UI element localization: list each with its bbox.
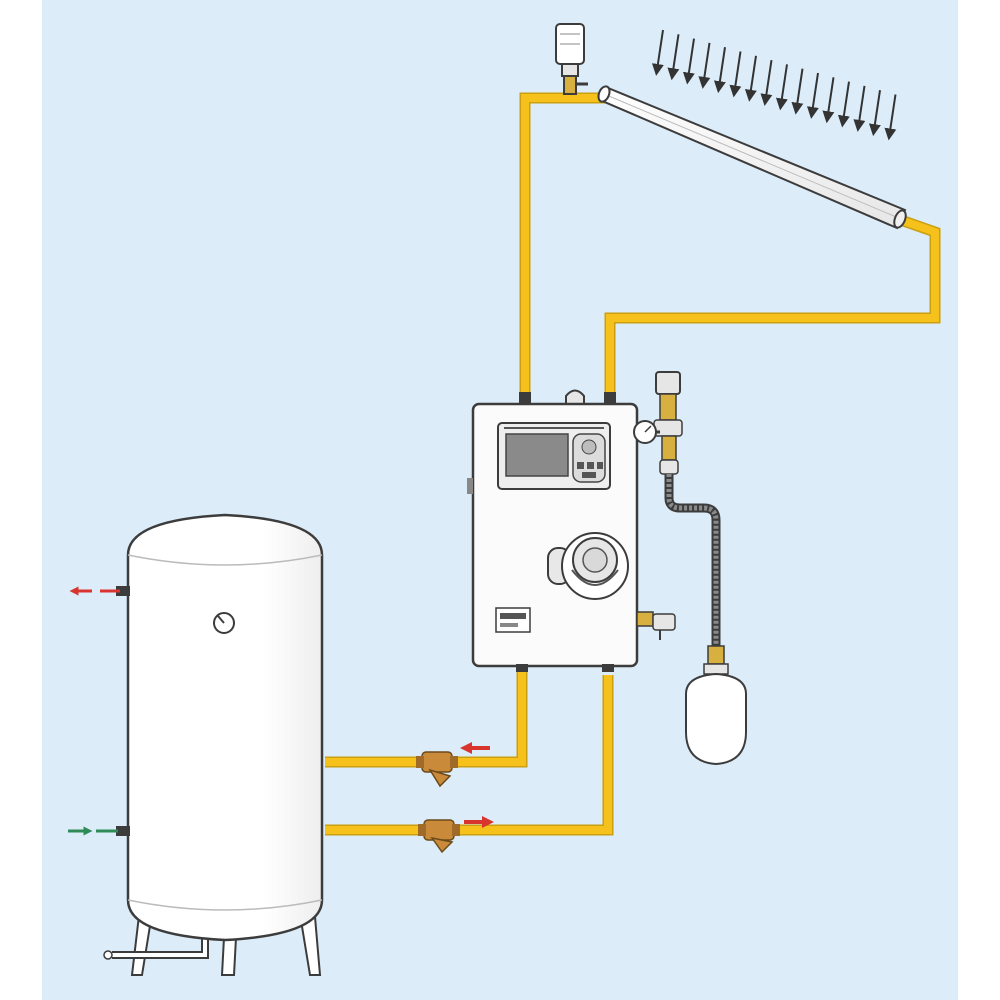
strainer-valve-icon [416, 751, 458, 788]
sun-ray-arrow-icon [682, 38, 695, 85]
sun-ray-arrow-icon [651, 29, 664, 76]
air-vent-icon [555, 23, 588, 95]
sun-ray-arrow-icon [744, 55, 757, 102]
sun-ray-arrow-icon [775, 64, 788, 111]
expansion-vessel-icon [685, 645, 747, 766]
pump-station [467, 389, 676, 672]
sun-ray-arrow-icon [729, 51, 742, 98]
thermometer-icon [213, 612, 235, 634]
pressure-gauge-icon [633, 420, 660, 444]
flow-arrows [68, 586, 494, 836]
circulation-pump [547, 532, 629, 600]
strainer-valve-icon [418, 819, 460, 854]
sun-ray-arrow-icon [822, 77, 835, 124]
sun-ray-arrow-icon [698, 42, 711, 89]
drain-valve-icon [652, 613, 676, 640]
sun-ray-arrow-icon [760, 59, 773, 107]
controller-display [497, 422, 611, 490]
sun-ray-arrow-icon [806, 72, 819, 119]
sun-rays-icon [651, 29, 897, 141]
storage-tank [103, 513, 324, 976]
solar-collector [597, 85, 907, 230]
sun-ray-arrow-icon [713, 47, 726, 94]
safety-valve-icon [653, 371, 683, 475]
sun-ray-arrow-icon [667, 34, 680, 81]
brand-label [495, 607, 531, 633]
sun-ray-arrow-icon [868, 90, 881, 137]
sun-ray-arrow-icon [853, 85, 866, 132]
sun-ray-arrow-icon [791, 68, 804, 115]
sun-ray-arrow-icon [884, 94, 897, 141]
sun-ray-arrow-icon [837, 81, 850, 128]
expansion-hose [664, 474, 721, 648]
